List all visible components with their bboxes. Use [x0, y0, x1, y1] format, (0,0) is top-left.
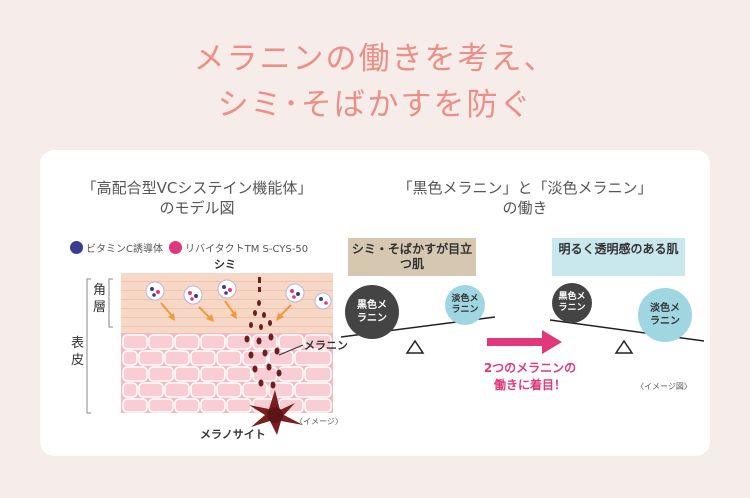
left-image-note: 〈イメージ〉: [295, 417, 343, 426]
label-melanocyte: メラノサイト: [200, 428, 266, 441]
right-scale-label: 明るく透明感のある肌: [552, 238, 685, 276]
pink-arrow: [487, 330, 562, 354]
skin-model-diagram: [86, 273, 333, 435]
right-title-line-2: の働き: [502, 199, 548, 217]
label-shimi: シミ: [214, 258, 236, 271]
label-hyouhi: 表皮: [71, 336, 85, 368]
left-title-line-1: 「高配合型VCシステイン機能体」: [81, 179, 313, 197]
right-title-line-1: 「黒色メラニン」と「淡色メラニン」: [397, 179, 653, 197]
content-card: 「高配合型VCシステイン機能体」 のモデル図 ビタミンC誘導体 リバイタクトTM…: [40, 150, 710, 456]
melanocyte-icon: [249, 390, 303, 435]
right-dark-melanin-ball: 黒色メラニン: [552, 283, 592, 323]
left-title-line-2: のモデル図: [159, 199, 235, 217]
arrow-caption-line-1: 2つのメラニンの: [483, 361, 577, 375]
right-panel-title: 「黒色メラニン」と「淡色メラニン」 の働き: [350, 178, 700, 218]
action-arrows: [160, 300, 292, 322]
left-panel-title: 「高配合型VCシステイン機能体」 のモデル図: [62, 178, 332, 218]
heading-line-2: シミ･そばかすを防ぐ: [217, 87, 533, 123]
heading-line-1: メラニンの働きを考え、: [193, 41, 557, 77]
left-scale-label: シミ・そばかすが目立つ肌: [348, 238, 476, 276]
right-image-note: 〈イメージ図〉: [636, 382, 692, 391]
legend: ビタミンC誘導体 リバイタクトTM S-CYS-50: [70, 239, 308, 255]
right-light-melanin-ball: 淡色メラニン: [638, 288, 692, 342]
left-light-melanin-ball: 淡色メラニン: [445, 285, 485, 325]
label-kakusou: 角層: [93, 283, 107, 315]
left-dark-ball-label: 黒色メラニン: [357, 300, 387, 324]
right-light-ball-label: 淡色メラニン: [650, 303, 680, 327]
layer-brackets: [86, 278, 113, 414]
label-melanin: メラニン: [304, 339, 348, 352]
arrow-caption-line-2: 働きに着目！: [493, 378, 566, 392]
vc-cysteine-particles: [145, 279, 332, 310]
vitamin-c-dot-icon: [70, 240, 83, 254]
left-light-ball-label: 淡色メラニン: [451, 294, 479, 315]
left-dark-melanin-ball: 黒色メラニン: [345, 285, 399, 339]
melanin-particles: [244, 277, 282, 389]
melanin-pointer: [278, 344, 304, 356]
legend-item-2: リバイタクトTM S-CYS-50: [184, 243, 309, 255]
legend-item-1: ビタミンC誘導体: [86, 243, 163, 255]
revitact-dot-icon: [168, 240, 182, 254]
arrow-caption: 2つのメラニンの 働きに着目！: [450, 360, 610, 394]
right-dark-ball-label: 黒色メラニン: [558, 292, 586, 313]
